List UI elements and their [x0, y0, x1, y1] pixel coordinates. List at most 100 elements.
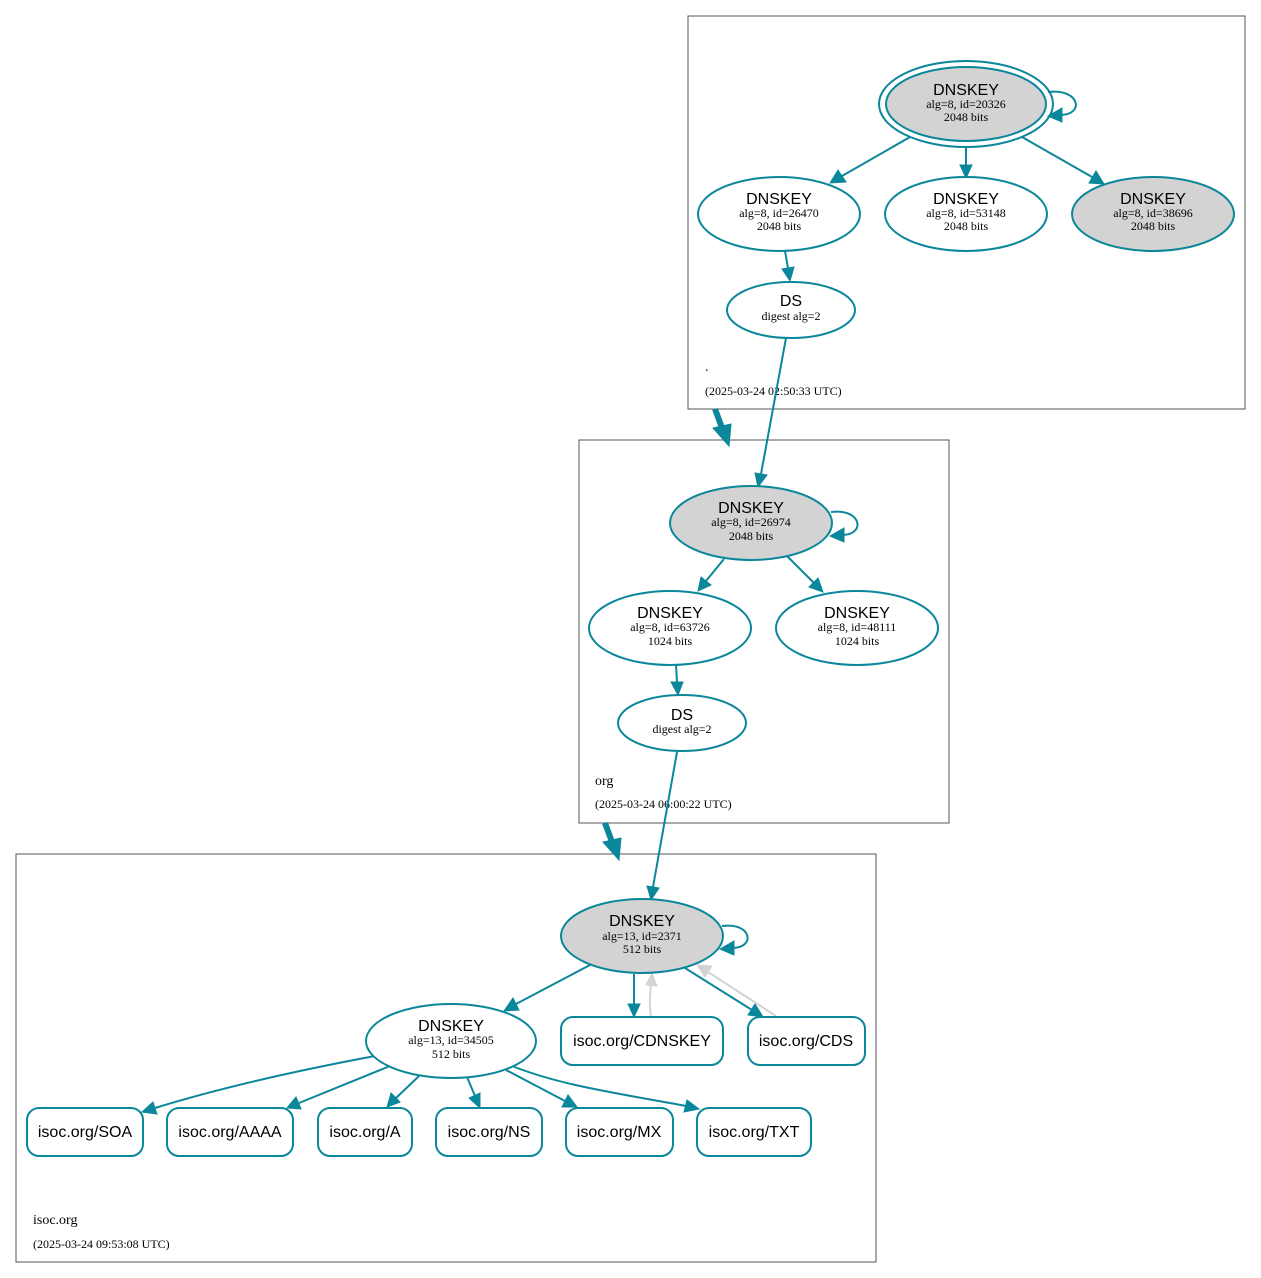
arrowhead	[1046, 107, 1063, 123]
edge-zsk-mx	[505, 1069, 566, 1102]
edge-root-ksk-self	[1047, 90, 1077, 116]
edge-root-ksk-zsk1	[841, 136, 911, 177]
node-detail: 1024 bits	[648, 634, 693, 648]
node-title: DNSKEY	[418, 1018, 484, 1035]
node-detail: alg=8, id=26470	[739, 206, 819, 220]
node-detail: digest alg=2	[652, 722, 711, 736]
rrset-node-soa[interactable]: isoc.org/SOA	[26, 1107, 144, 1157]
arrowhead	[697, 576, 712, 592]
node-detail: 2048 bits	[944, 110, 989, 124]
arrowhead	[781, 266, 795, 283]
arrowhead	[959, 164, 973, 180]
dnskey-node-isoc-zsk-34505[interactable]: DNSKEY alg=13, id=34505 512 bits	[365, 1003, 537, 1079]
arrowhead	[1088, 170, 1105, 185]
rrset-label: isoc.org/NS	[448, 1124, 531, 1141]
dnskey-node-root-zsk-26470[interactable]: DNSKEY alg=8, id=26470 2048 bits	[697, 176, 861, 252]
node-title: DNSKEY	[1120, 191, 1186, 208]
zone-timestamp-org: (2025-03-24 06:00:22 UTC)	[595, 797, 732, 811]
rrset-node-cdnskey[interactable]: isoc.org/CDNSKEY	[560, 1016, 724, 1066]
edge-org-ksk-zsk2	[786, 555, 815, 584]
dnskey-node-org-zsk-63726[interactable]: DNSKEY alg=8, id=63726 1024 bits	[588, 590, 752, 666]
edge-zsk-aaaa	[298, 1065, 391, 1104]
edge-org-ds-isoc-ksk	[652, 751, 678, 888]
dnskey-node-isoc-ksk-2371[interactable]: DNSKEY alg=13, id=2371 512 bits	[560, 898, 724, 974]
rrset-label: isoc.org/SOA	[38, 1124, 133, 1141]
arrowhead	[646, 885, 660, 902]
rrset-label: isoc.org/A	[329, 1124, 400, 1141]
rrset-label: isoc.org/TXT	[709, 1124, 800, 1141]
dnskey-node-root-zsk-53148[interactable]: DNSKEY alg=8, id=53148 2048 bits	[884, 176, 1048, 252]
arrowhead	[502, 997, 520, 1012]
arrowhead	[468, 1092, 481, 1110]
ds-node-root[interactable]: DS digest alg=2	[726, 281, 856, 339]
arrowhead	[286, 1096, 302, 1110]
ds-node-org[interactable]: DS digest alg=2	[617, 694, 747, 752]
arrowhead	[829, 169, 847, 184]
node-detail: alg=8, id=48111	[818, 620, 897, 634]
node-detail: 512 bits	[432, 1047, 471, 1061]
node-title: DS	[671, 707, 693, 724]
node-detail: 512 bits	[623, 942, 662, 956]
node-title: DNSKEY	[933, 191, 999, 208]
rrset-label: isoc.org/CDNSKEY	[573, 1033, 711, 1050]
rrset-node-aaaa[interactable]: isoc.org/AAAA	[166, 1107, 294, 1157]
rrset-label: isoc.org/CDS	[759, 1033, 853, 1050]
node-title: DNSKEY	[637, 605, 703, 622]
dnskey-node-org-zsk-48111[interactable]: DNSKEY alg=8, id=48111 1024 bits	[775, 590, 939, 666]
zone-timestamp-isoc: (2025-03-24 09:53:08 UTC)	[33, 1237, 170, 1251]
edge-zsk-ns	[466, 1076, 476, 1097]
rrset-node-mx[interactable]: isoc.org/MX	[565, 1107, 674, 1157]
edge-org-ksk-zsk1	[705, 558, 725, 582]
delegation-arrow-org-isoc	[602, 821, 622, 862]
arrowhead	[645, 971, 658, 987]
node-title: DNSKEY	[609, 913, 675, 930]
edge-root-ds-org-ksk	[760, 337, 787, 475]
arrowhead	[696, 964, 713, 978]
node-detail: 2048 bits	[757, 219, 802, 233]
node-detail: alg=8, id=20326	[926, 97, 1006, 111]
rrset-node-txt[interactable]: isoc.org/TXT	[696, 1107, 812, 1157]
edge-zsk-txt	[511, 1065, 687, 1107]
dnskey-node-root-ksk-38696[interactable]: DNSKEY alg=8, id=38696 2048 bits	[1071, 176, 1235, 252]
zone-name-org: org	[595, 774, 613, 789]
zone-timestamp-root: (2025-03-24 02:50:33 UTC)	[705, 384, 842, 398]
dnskey-node-root-ksk-20326[interactable]: DNSKEY alg=8, id=20326 2048 bits	[878, 60, 1054, 148]
arrowhead	[808, 577, 824, 593]
node-detail: digest alg=2	[761, 309, 820, 323]
node-detail: alg=8, id=63726	[630, 620, 710, 634]
node-detail: 2048 bits	[944, 219, 989, 233]
node-detail: 2048 bits	[1131, 219, 1176, 233]
edge-org-ksk-self	[830, 510, 859, 536]
edge-zsk-a	[395, 1075, 420, 1099]
node-detail: alg=8, id=26974	[711, 515, 791, 529]
edge-root-ksk-ksk2	[1021, 136, 1093, 178]
rrset-node-ns[interactable]: isoc.org/NS	[435, 1107, 543, 1157]
node-detail: alg=8, id=38696	[1113, 206, 1193, 220]
edge-isoc-ksk-cds	[684, 967, 753, 1011]
arrowhead	[140, 1101, 158, 1115]
node-detail: 1024 bits	[835, 634, 880, 648]
arrowhead	[747, 1003, 764, 1018]
node-detail: alg=8, id=53148	[926, 206, 1006, 220]
edge-root-zsk1-ds	[784, 250, 789, 269]
edge-cdnskey-to-ksk-inactive	[648, 984, 652, 1018]
arrowhead	[683, 1099, 701, 1113]
delegation-arrow-root-org	[712, 407, 732, 448]
node-detail: alg=13, id=34505	[408, 1033, 494, 1047]
rrset-node-a[interactable]: isoc.org/A	[317, 1107, 413, 1157]
edge-isoc-ksk-zsk	[515, 964, 591, 1005]
rrset-label: isoc.org/AAAA	[178, 1124, 281, 1141]
node-detail: 2048 bits	[729, 529, 774, 543]
arrowhead	[754, 472, 768, 489]
node-title: DNSKEY	[824, 605, 890, 622]
arrowhead	[828, 527, 845, 543]
node-title: DNSKEY	[718, 500, 784, 517]
edge-cds-to-ksk-inactive	[707, 971, 777, 1017]
arrowhead	[718, 940, 735, 956]
arrowhead	[386, 1092, 401, 1108]
dnskey-node-org-ksk-26974[interactable]: DNSKEY alg=8, id=26974 2048 bits	[669, 485, 833, 561]
rrset-node-cds[interactable]: isoc.org/CDS	[747, 1016, 866, 1066]
edge-org-zsk1-ds	[675, 664, 678, 683]
node-title: DS	[780, 293, 802, 310]
